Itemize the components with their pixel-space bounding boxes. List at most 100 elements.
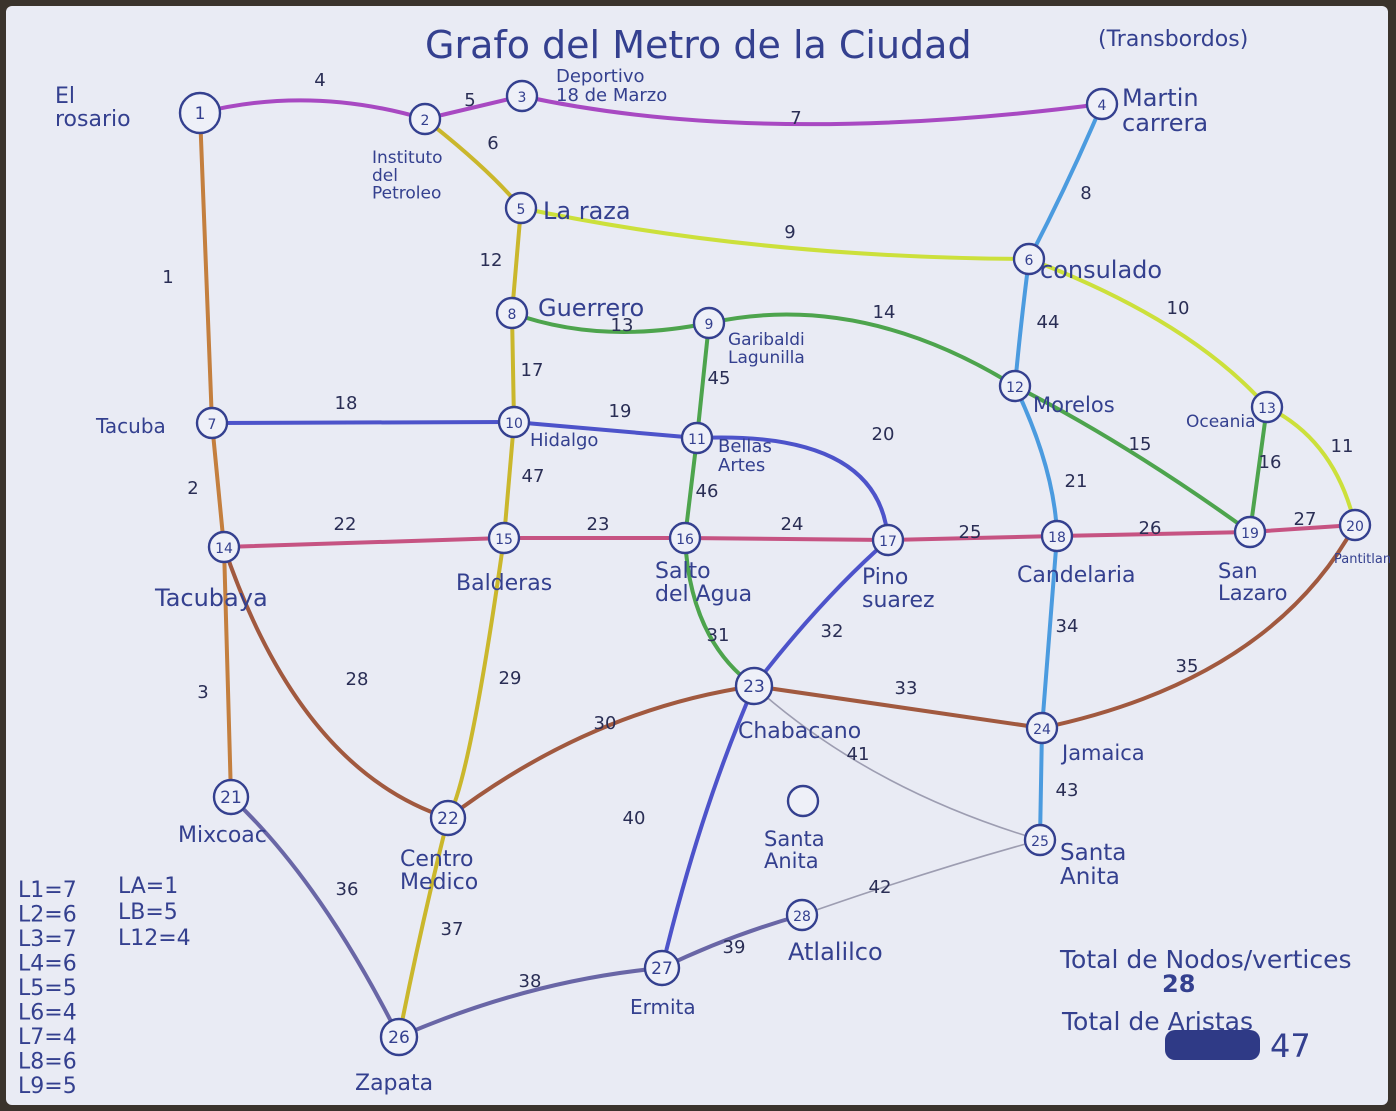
node-blank [786,784,820,818]
node-8 [495,296,529,330]
node-10 [497,405,531,439]
station-label-15: Balderas [456,571,552,596]
node-11 [680,421,714,455]
edge-label-7: 7 [790,108,801,129]
node-24 [1025,711,1059,745]
station-name: Tacuba [95,414,166,438]
edge-label-18: 18 [335,393,358,414]
station-name: Jamaica [1060,741,1145,765]
edge-26 [1055,530,1252,538]
node-id-25: 25 [1031,834,1049,850]
edge-label-21: 21 [1065,471,1088,492]
total-edges-value: 47 [1270,1027,1311,1065]
node-id-4: 4 [1098,98,1107,114]
edge-label-24: 24 [781,514,804,535]
edge-36 [229,795,401,1039]
edge-35 [1040,523,1357,730]
edge-14 [707,312,1017,388]
total-nodes-label: Total de Nodos/vertices [1059,945,1352,974]
edge-label-11: 11 [1331,436,1354,457]
node-id-12: 12 [1006,380,1024,396]
station-label-10: Hidalgo [530,430,598,451]
edge-37 [397,816,450,1039]
node-15 [487,521,521,555]
station-label-18: Candelaria [1017,563,1136,588]
node-12 [998,369,1032,403]
edge-label-36: 36 [336,879,359,900]
edge-label-13: 13 [611,315,634,336]
edge-label-15: 15 [1129,434,1152,455]
edge-43 [1038,726,1044,842]
edge-11 [1265,405,1357,527]
edge-label-12: 12 [480,250,503,271]
node-id-1: 1 [195,104,206,124]
edge-label-2: 2 [187,478,198,499]
station-label-8: Guerrero [538,294,644,322]
edge-38 [397,966,664,1039]
scribbled-out-mark [1165,1030,1260,1060]
edge-label-38: 38 [519,971,542,992]
edge-5 [423,94,524,121]
node-25 [1023,823,1057,857]
legend-left-item: L9=5 [18,1074,77,1099]
edge-label-47: 47 [522,466,545,487]
node-id-15: 15 [495,532,513,548]
edge-label-1: 1 [162,267,173,288]
total-nodes-value: 28 [1162,970,1195,998]
legend-left-item: L7=4 [18,1025,77,1050]
edge-label-10: 10 [1167,298,1190,319]
edge-label-26: 26 [1139,518,1162,539]
edge-4 [198,98,427,121]
edge-label-37: 37 [441,919,464,940]
edge-46 [683,436,699,540]
edge-label-33: 33 [895,678,918,699]
node-21 [212,778,250,816]
edge-8 [1027,102,1104,261]
station-label-23: Chabacano [738,719,861,744]
edge-label-9: 9 [784,222,795,243]
station-label-28: Atlalilco [788,938,883,966]
edge-label-17: 17 [521,360,544,381]
node-26 [379,1017,419,1057]
station-name: Zapata [355,1071,433,1096]
node-16 [668,521,702,555]
node-17 [871,523,905,557]
node-id-8: 8 [508,307,517,323]
node-6 [1012,242,1046,276]
station-label-24: Jamaica [1060,741,1145,765]
edge-label-30: 30 [594,713,617,734]
edge-47 [502,420,516,540]
edge-label-25: 25 [959,522,982,543]
node-9 [692,306,726,340]
node-14 [207,530,241,564]
edge-label-8: 8 [1080,183,1091,204]
edge-label-6: 6 [487,133,498,154]
node-id-21: 21 [220,788,242,808]
node-1 [178,91,222,135]
edge-45 [695,321,711,440]
station-name: Atlalilco [788,938,883,966]
node-id-3: 3 [518,90,527,106]
edge-label-16: 16 [1259,452,1282,473]
node-22 [429,799,467,837]
station-name: Oceania [1186,412,1256,432]
diagram-title: Grafo del Metro de la Ciudad [425,23,972,67]
edge-label-46: 46 [696,481,719,502]
node-20 [1338,508,1372,542]
edge-24 [683,536,890,542]
